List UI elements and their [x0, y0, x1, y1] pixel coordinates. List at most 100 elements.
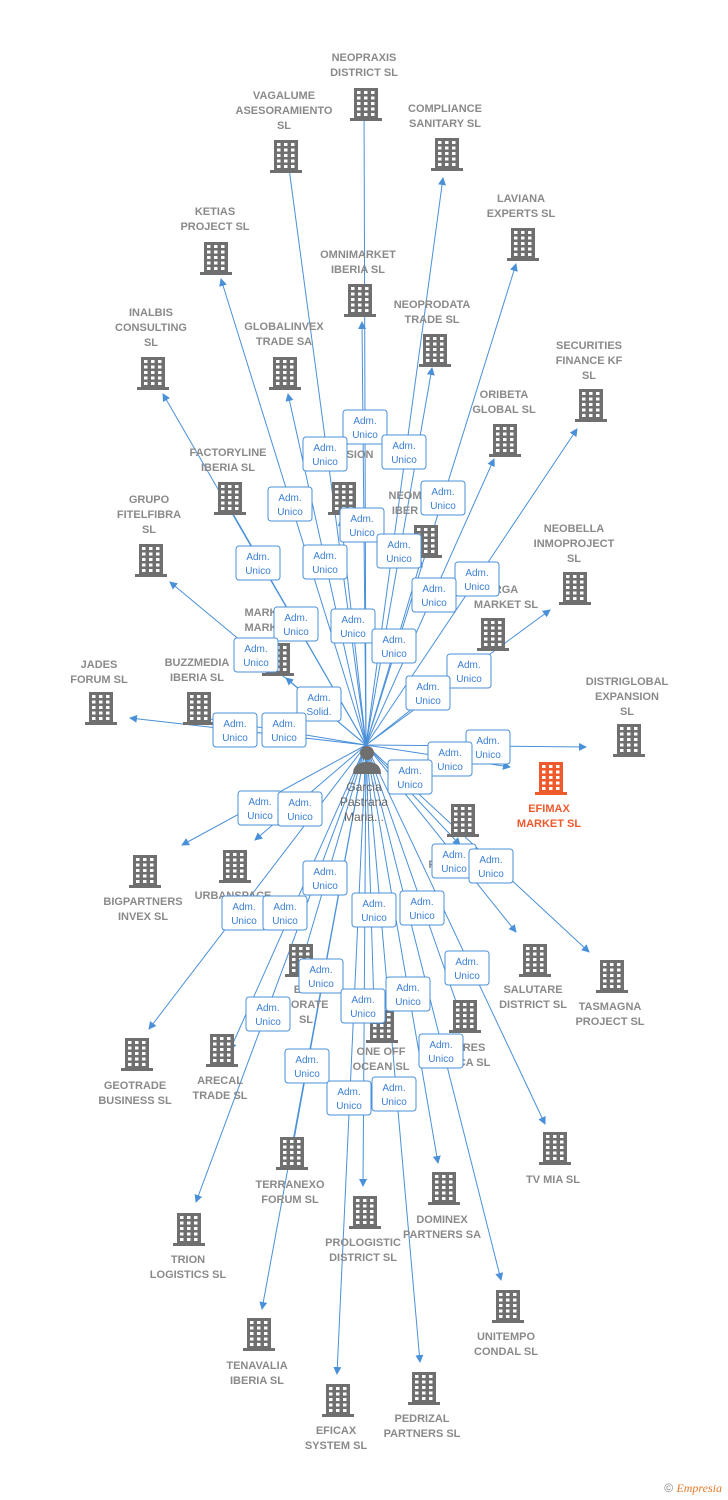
role-badge[interactable]: Adm.Unico: [277, 791, 323, 827]
role-box: [387, 759, 433, 795]
role-badge[interactable]: Adm.Unico: [273, 606, 319, 642]
role-badge[interactable]: Adm.Unico: [371, 628, 417, 664]
role-badge[interactable]: Adm.Unico: [385, 976, 431, 1012]
role-badge[interactable]: Adm.Unico: [405, 675, 451, 711]
role-badge[interactable]: Adm.Unico: [411, 577, 457, 613]
role-badge[interactable]: Adm.Unico: [465, 729, 511, 765]
role-text: Unico: [243, 658, 269, 669]
role-badge[interactable]: Adm.Unico: [212, 712, 258, 748]
role-badge[interactable]: Adm.Unico: [326, 1080, 372, 1116]
role-text: Unico: [361, 913, 387, 924]
building-icon: [539, 1132, 571, 1165]
role-text: Adm.: [256, 1003, 279, 1014]
role-badge[interactable]: Adm.Unico: [340, 988, 386, 1024]
role-text: Adm.: [392, 441, 415, 452]
role-badge[interactable]: Adm.Unico: [387, 759, 433, 795]
role-text: Unico: [409, 911, 435, 922]
role-badge[interactable]: Adm.Unico: [454, 561, 500, 597]
company-label: FORUM SL: [70, 674, 128, 686]
role-badge[interactable]: Adm.Unico: [431, 843, 477, 879]
role-badge[interactable]: Adm.Unico: [221, 895, 267, 931]
role-badge[interactable]: Adm.Unico: [376, 533, 422, 569]
role-badge[interactable]: Adm.Unico: [339, 507, 385, 543]
role-badge[interactable]: Adm.Unico: [245, 996, 291, 1032]
company-label: GLOBALINVEX: [244, 321, 324, 333]
role-badge[interactable]: Adm.Unico: [381, 434, 427, 470]
role-badge[interactable]: Adm.Unico: [233, 637, 279, 673]
role-badge[interactable]: Adm.Unico: [468, 848, 514, 884]
role-box: [339, 507, 385, 543]
role-text: Unico: [421, 598, 447, 609]
role-box: [296, 686, 342, 722]
company-node-24[interactable]: P: [428, 804, 479, 871]
role-badge[interactable]: Adm.Unico: [330, 608, 376, 644]
role-badge[interactable]: Adm.Unico: [371, 1076, 417, 1112]
role-badge[interactable]: Adm.Unico: [284, 1048, 330, 1084]
role-badge[interactable]: Adm.Unico: [342, 409, 388, 445]
role-text: Adm.: [248, 797, 271, 808]
role-box: [418, 1033, 464, 1069]
company-label: VAGALUME: [253, 90, 315, 102]
role-badge[interactable]: Adm.Unico: [418, 1033, 464, 1069]
role-badge[interactable]: Adm.Unico: [427, 741, 473, 777]
role-badge[interactable]: Adm.Unico: [302, 436, 348, 472]
company-label: SL: [144, 337, 158, 349]
center-person[interactable]: Garcia Pastrana Maria...: [340, 746, 388, 824]
role-badge[interactable]: Adm.Unico: [237, 790, 283, 826]
center-name-line-2: Pastrana: [340, 795, 388, 809]
role-badge[interactable]: Adm.Unico: [262, 895, 308, 931]
role-badge[interactable]: Adm.Unico: [261, 712, 307, 748]
role-badge[interactable]: Adm.Unico: [298, 958, 344, 994]
role-badge[interactable]: Adm.Unico: [267, 486, 313, 522]
role-badge[interactable]: Adm.Unico: [420, 480, 466, 516]
role-badge[interactable]: Adm.Unico: [444, 950, 490, 986]
role-badge[interactable]: Adm.Solid.: [296, 686, 342, 722]
role-badge[interactable]: Adm.Unico: [446, 653, 492, 689]
role-badge[interactable]: Adm.Unico: [351, 892, 397, 928]
company-label: MARKET SL: [474, 599, 538, 611]
role-badge[interactable]: Adm.Unico: [302, 860, 348, 896]
role-badge[interactable]: Adm.Unico: [302, 544, 348, 580]
role-badge[interactable]: Adm.Unico: [235, 545, 281, 581]
company-node-32[interactable]: TV MIA SL: [526, 1132, 580, 1186]
role-box: [302, 436, 348, 472]
role-box: [340, 988, 386, 1024]
role-text: Unico: [222, 733, 248, 744]
company-label: IBERIA SL: [201, 462, 255, 474]
role-badge[interactable]: Adm.Unico: [399, 890, 445, 926]
company-label: TASMAGNA: [579, 1001, 642, 1013]
